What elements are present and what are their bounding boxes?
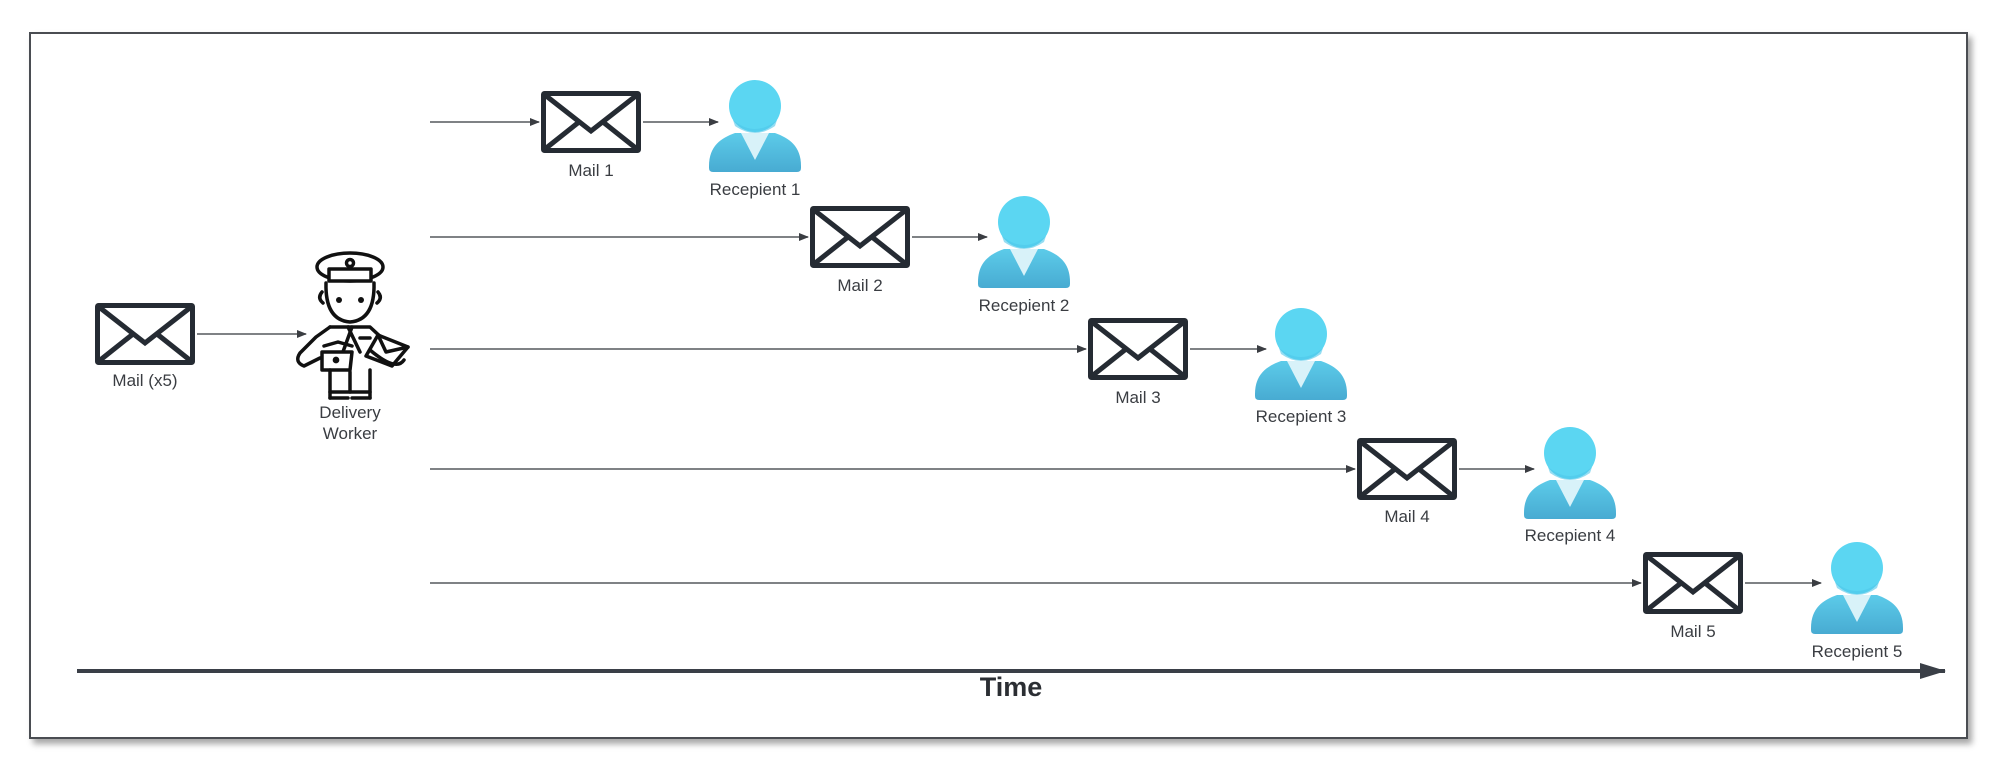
- delivery-row-2: [430, 196, 1070, 288]
- mail-1-envelope-icon: [544, 94, 639, 151]
- worker-label: Delivery Worker: [319, 402, 380, 444]
- delivery-row-5: [430, 542, 1903, 634]
- recipient-4-icon: [1524, 427, 1616, 519]
- mail-3-envelope-icon: [1091, 321, 1186, 378]
- worker-label-line1: Delivery: [319, 403, 381, 422]
- diagram-frame: [29, 32, 1968, 739]
- mail-carrier-icon: [296, 251, 410, 400]
- mail-2-envelope-icon: [813, 209, 908, 266]
- mail-4-envelope-icon: [1360, 441, 1455, 498]
- delivery-row-1: [430, 80, 801, 172]
- mail-1-label: Mail 1: [568, 161, 614, 180]
- recipient-4-label: Recepient 4: [1524, 526, 1616, 545]
- recipient-1-icon: [709, 80, 801, 172]
- recipient-5-label: Recepient 5: [1811, 642, 1903, 661]
- recipient-3-icon: [1255, 308, 1347, 400]
- mail-5-envelope-icon: [1646, 555, 1741, 612]
- mail-4-label: Mail 4: [1384, 507, 1430, 526]
- worker-label-line2: Worker: [322, 424, 378, 443]
- delivery-row-4: [430, 427, 1616, 519]
- recipient-2-label: Recepient 2: [978, 296, 1070, 315]
- mail-5-label: Mail 5: [1670, 622, 1716, 641]
- mail-2-label: Mail 2: [837, 276, 883, 295]
- recipient-3-label: Recepient 3: [1255, 407, 1347, 426]
- delivery-row-3: [430, 308, 1347, 400]
- mail-3-label: Mail 3: [1115, 388, 1161, 407]
- recipient-5-icon: [1811, 542, 1903, 634]
- recipient-2-icon: [978, 196, 1070, 288]
- time-axis-label: Time: [979, 672, 1043, 702]
- source-label: Mail (x5): [112, 371, 178, 390]
- source-envelope-icon: [98, 306, 193, 363]
- recipient-1-label: Recepient 1: [709, 180, 801, 199]
